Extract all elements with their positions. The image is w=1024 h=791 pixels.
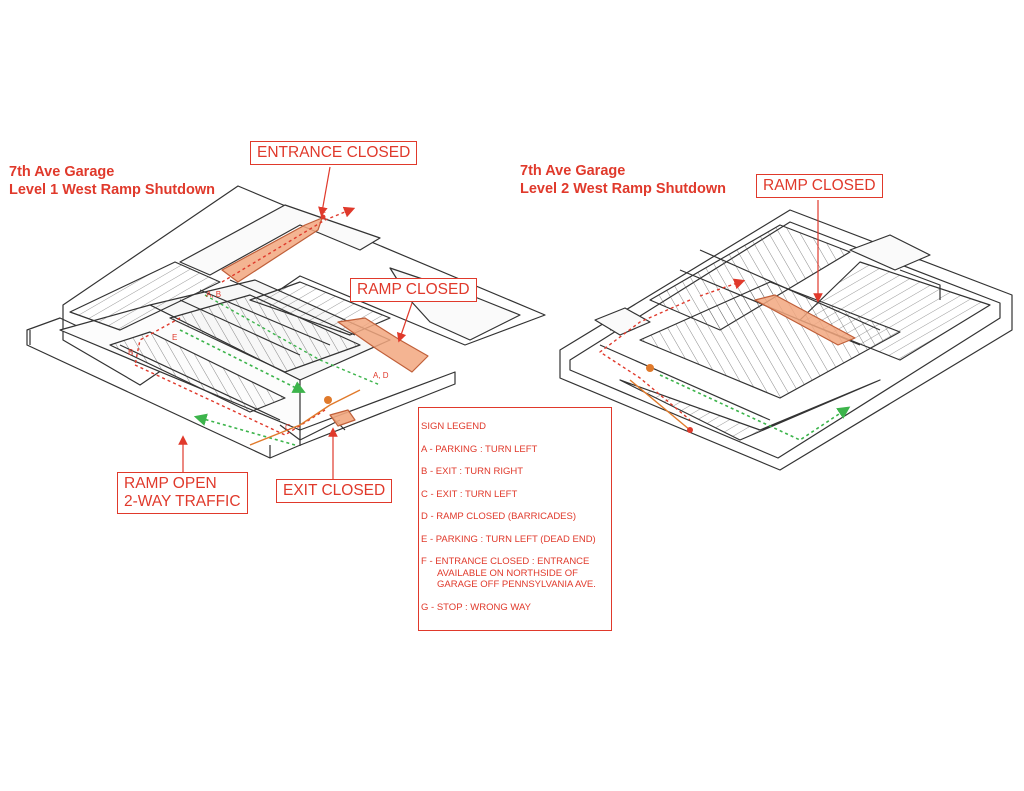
level1-stalls-a bbox=[169, 294, 361, 373]
level1-title-line1: 7th Ave Garage bbox=[9, 164, 115, 180]
legend-item-f: F - ENTRANCE CLOSED : ENTRANCE AVAILABLE… bbox=[421, 556, 596, 590]
legend-title: SIGN LEGEND bbox=[421, 421, 486, 432]
level1-sign-ad: A, D bbox=[373, 371, 389, 380]
level2-ramp-closed-area bbox=[754, 294, 856, 346]
level1-block-north bbox=[179, 204, 381, 276]
level1-sign-c: C bbox=[285, 423, 291, 432]
level2-ramp-closed-callout: RAMP CLOSED bbox=[756, 174, 883, 198]
legend-item-b: B - EXIT : TURN RIGHT bbox=[421, 466, 524, 477]
level1-title: 7th Ave Garage Level 1 West Ramp Shutdow… bbox=[9, 163, 215, 199]
level2-ramp-closed-label: RAMP CLOSED bbox=[763, 177, 876, 194]
level2-stop-dot bbox=[687, 427, 693, 433]
level1-stalls-b bbox=[109, 331, 286, 413]
ramp-open-callout: RAMP OPEN 2-WAY TRAFFIC bbox=[117, 472, 248, 514]
legend-item-g: G - STOP : WRONG WAY bbox=[421, 601, 531, 613]
level1-sign-e: E bbox=[172, 333, 177, 342]
level1-stalls-d bbox=[69, 261, 221, 331]
legend-item-d: D - RAMP CLOSED (BARRICADES) bbox=[421, 511, 577, 522]
level2-title-line2: Level 2 West Ramp Shutdown bbox=[520, 181, 726, 197]
level1-exit-closed-area bbox=[329, 409, 356, 427]
level1-plan bbox=[26, 185, 546, 459]
level1-sign-dot-1 bbox=[324, 396, 332, 404]
level1-route-red-loop bbox=[134, 317, 326, 436]
level2-block-w bbox=[594, 307, 651, 336]
level1-ramp-closed-area bbox=[337, 317, 429, 373]
level2-inner-edge bbox=[569, 221, 1001, 459]
level2-block-ne bbox=[849, 234, 931, 271]
ramp-open-line2: 2-WAY TRAFFIC bbox=[124, 493, 241, 510]
level1-route-green-upper bbox=[204, 294, 381, 386]
level1-ramp-closed-callout: RAMP CLOSED bbox=[350, 278, 477, 302]
entrance-closed-callout: ENTRANCE CLOSED bbox=[250, 141, 418, 165]
level2-title-line1: 7th Ave Garage bbox=[520, 163, 626, 179]
level1-leaders bbox=[178, 166, 413, 480]
level1-entrance-closed-area bbox=[221, 217, 323, 283]
ramp-open-line1: RAMP OPEN bbox=[124, 475, 217, 492]
entrance-closed-leader bbox=[318, 166, 331, 217]
ramp-closed-leader-l1 bbox=[397, 302, 413, 343]
level1-sign-ab: A, B bbox=[206, 290, 221, 299]
legend-item-e: E - PARKING : TURN LEFT (DEAD END) bbox=[421, 533, 596, 545]
level1-sign-b: B bbox=[128, 348, 133, 357]
level1-route-green-lower bbox=[193, 413, 296, 446]
level2-route-red bbox=[599, 299, 691, 421]
level2-route-orange bbox=[629, 379, 691, 431]
level1-sign-f: F bbox=[321, 208, 326, 217]
exit-closed-callout: EXIT CLOSED bbox=[276, 479, 393, 503]
level2-title: 7th Ave Garage Level 2 West Ramp Shutdow… bbox=[520, 162, 726, 198]
level1-wall bbox=[29, 330, 301, 458]
entrance-closed-label: ENTRANCE CLOSED bbox=[257, 144, 411, 161]
level2-stalls-south bbox=[619, 379, 881, 441]
level1-route-red-entrance bbox=[221, 206, 356, 283]
level1-route-green-main bbox=[179, 329, 306, 393]
sign-legend: SIGN LEGEND A - PARKING : TURN LEFT B - … bbox=[418, 407, 612, 631]
level1-route-orange bbox=[249, 389, 361, 446]
exit-closed-label: EXIT CLOSED bbox=[283, 482, 386, 499]
level2-sign-dot bbox=[646, 364, 654, 372]
level1-ramp-closed-label: RAMP CLOSED bbox=[357, 281, 470, 298]
level2-route-red-top bbox=[699, 278, 746, 297]
level2-plan bbox=[559, 209, 1013, 471]
level1-detail bbox=[119, 279, 356, 441]
legend-item-a: A - PARKING : TURN LEFT bbox=[421, 443, 538, 455]
legend-item-c: C - EXIT : TURN LEFT bbox=[421, 488, 518, 500]
level1-title-line2: Level 1 West Ramp Shutdown bbox=[9, 182, 215, 198]
level2-outline bbox=[559, 209, 1013, 471]
